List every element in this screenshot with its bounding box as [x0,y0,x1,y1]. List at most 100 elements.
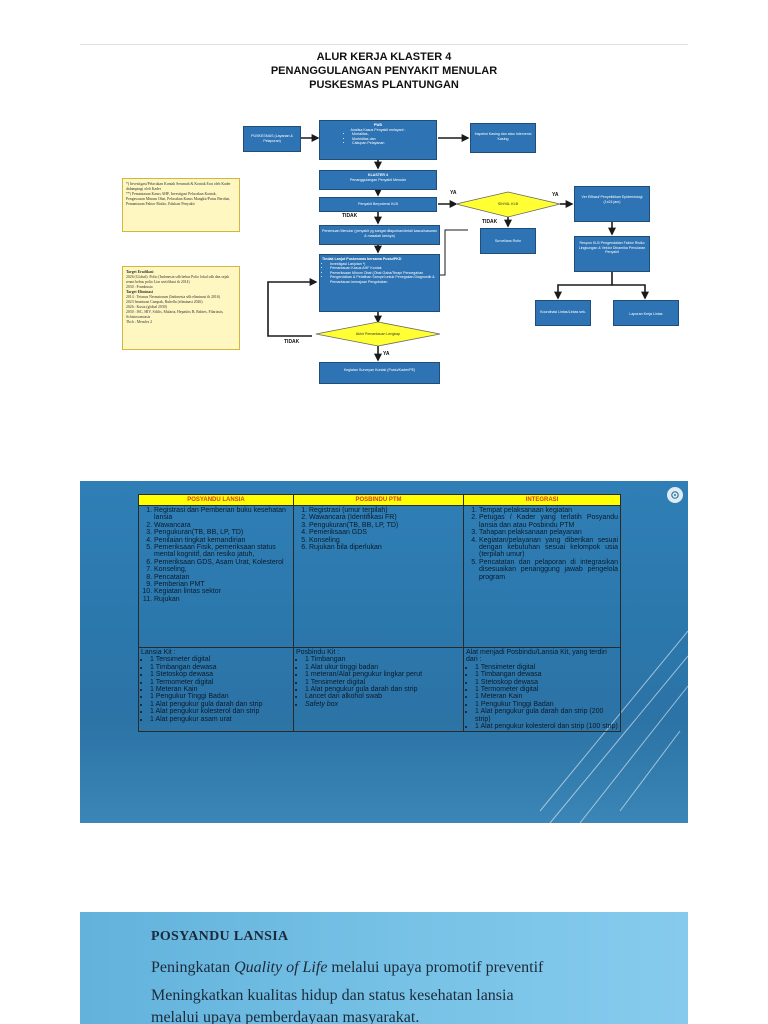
label-tidak-penyakit: TIDAK [342,213,358,219]
list-item: 1 Meteran Kain [475,693,618,700]
posyandu-line-3: melalui upaya pemberdayaan masyarakat. [151,1009,420,1024]
box-pwd-item: Morbiditas dan [352,137,434,142]
list-item: Tahapan pelaksanaan pelayanan [479,529,618,536]
table-cell: Registrasi (umur terpilah) Wawancara (Id… [293,505,464,648]
list-item: 1 Alat pengukur kolesterol dan strip (10… [475,723,618,730]
arrow-respon-branches [554,272,613,300]
list-item: Lancet dan alkohol swab [305,693,461,700]
table-cell: Posbindu Kit : 1 Timbangan 1 Alat ukur t… [293,646,464,733]
integrasi-list: Tempat pelaksanaan kegiatan Petugas / Ka… [466,507,618,581]
zoom-lens-icon[interactable] [667,487,683,503]
box-klaster-sub: Penanggulangan Penyakit Menular [350,177,406,182]
box-ver: Ver Efikasi/ Penyelidikan Epidemiologi (… [574,186,650,222]
note-target: Target Eradikasi 2026 (Global): Polio (I… [122,266,240,350]
box-tindak-item: Pengendalian & Pelatihan Sampel untuk Pe… [330,275,437,284]
note-investigasi-line: *) Investigasi/Pelacakan Kontak Serumah … [126,182,231,191]
box-inspeksi-text: Inspeksi Kasing dan atau Intervensi Kasi… [474,132,532,141]
label-ya-pemantauan: YA [383,351,390,357]
box-tindak-item: Pemantauan Kasus AHF Kontak [330,266,437,271]
label-tidak-sinyal: TIDAK [482,219,498,225]
diamond-pemantauan-label: Akhir Pemantauan Lengkap [355,332,401,336]
list-item: 1 Tensimeter digital [305,679,461,686]
table-header-posyandu: POSYANDU LANSIA [138,494,294,506]
zoom-lens-glyph [671,491,679,499]
box-klaster-title: KLASTER 4 [368,173,388,177]
list-item: 1 Stetoskop dewasa [150,671,291,678]
note-target-line: Target Eradikasi [126,270,154,274]
diamond-sinyal-klb [455,191,561,218]
table-slide: POSYANDU LANSIA POSBINDU PTM INTEGRASI R… [80,481,688,823]
note-target-line: 2023 Imunisasi Campak, Rubella (eliminas… [126,300,203,304]
box-kegiatan: Kegiatan Surveyan Kontak (Pustu/Kader/PE… [319,362,440,384]
posyandu-line-1-post: melalui upaya promotif preventif [327,959,544,976]
list-item: 1 Timbangan dewasa [150,664,291,671]
box-pwd-item: Cakupan Pelayanan [352,141,434,146]
table-cell: Lansia Kit : 1 Tensimeter digital 1 Timb… [138,646,294,733]
box-respon-text: Respon KLB Pengendalian Faktor Risiko Li… [578,241,646,255]
label-ya-sinyal: YA [450,190,457,196]
list-item: Registrasi dan Pemberian buku kesehatan … [154,507,291,522]
list-item: 1 Alat ukur tinggi badan [305,664,461,671]
note-investigasi-line: **) Pemantauan Kasus AHF, Investigasi Pe… [126,192,231,206]
list-item: 1 Alat pengukur asam urat [150,716,291,723]
posyandu-lansia-slide: POSYANDU LANSIA Peningkatan Quality of L… [80,912,688,1024]
flowchart-title-line-3: PUSKESMAS PLANTUNGAN [309,79,459,91]
box-tindak: Tindak Lanjut Puskesmas bersama Pustu/PK… [319,254,440,312]
posyandu-line-1-pre: Peningkatan [151,959,235,976]
list-item: Safety box [305,701,461,708]
label-ya-ver: YA [552,192,559,198]
box-koordinasi-text: Koordinasi Lintas/Lintas sek. [540,310,586,314]
list-item: 1 meteran/Alat pengukur lingkar perut [305,671,461,678]
list-item: Konseling, [154,566,291,573]
list-item: Pengukuran(TB, BB, LP, TD) [309,522,461,529]
flowchart-slide: ALUR KERJA KLASTER 4 PENANGGULANGAN PENY… [80,40,688,400]
arrow-respon-laporan [612,284,649,300]
list-item: Konseling [309,537,461,544]
list-item: 1 Pengukur Tinggi Badan [150,693,291,700]
box-tindak-item: Pemeriksaan Minum Obat (Obat Gaba/Terapi… [330,271,437,276]
box-puskesmas: PUSKESMAS (Layanan & Pelaporan) [243,126,301,152]
list-item: 1 Tensimeter digital [475,664,618,671]
list-item: Pencatatan dan pelaporan di integrasikan… [479,559,618,581]
diamond-pemantauan [315,321,441,347]
flowchart-connectors [267,134,649,362]
diamond-sinyal-label: SINYAL KLB [497,202,519,206]
list-item: Wawancara (Identifikasi FR) [309,514,461,521]
list-item: Rujukan bila diperlukan [309,544,461,551]
list-item: Pemeriksaan Fisik, pemeriksaan status me… [154,544,291,559]
box-ver-text: Ver Efikasi/ Penyelidikan Epidemiologi (… [581,195,643,204]
box-kegiatan-text: Kegiatan Surveyan Kontak (Pustu/Kader/PE… [343,368,416,372]
posyandu-line-2: Meningkatkan kualitas hidup dan status k… [151,987,514,1004]
box-pwd-title: PWD [373,123,383,127]
box-laporan: Laporan Kerja Lintas [613,300,679,326]
table-row: Lansia Kit : 1 Tensimeter digital 1 Timb… [138,646,621,733]
list-item: Pencatatan [154,574,291,581]
box-penyakit-text: Penyakit Berpotensi KLB [358,202,398,206]
note-investigasi: *) Investigasi/Pelacakan Kontak Serumah … [122,178,240,232]
note-target-line: Tbch : Measles 2 [126,320,153,324]
list-item: 1 Timbangan dewasa [475,671,618,678]
box-pwd: PWD Analisa Kasus Penyakit melayani : Mo… [319,120,437,160]
flowchart-title-line-1: ALUR KERJA KLASTER 4 [316,51,452,63]
table-header-posbindu: POSBINDU PTM [293,494,464,506]
note-target-line: 2030 : ISC, HIV, Sifilis, Malaria, Hepat… [126,310,224,319]
table-header-row: POSYANDU LANSIA POSBINDU PTM INTEGRASI [138,494,621,506]
list-item: Pemeriksaan GDS, Asam Urat, Kolesterol [154,559,291,566]
list-item: 1 Alat pengukur kolesterol dan strip [150,708,291,715]
list-item: 1 Termometer digital [475,686,618,693]
posbindu-kit-heading: Posbindu Kit : [296,649,340,656]
lansia-kit-heading: Lansia Kit : [141,649,176,656]
box-tindak-item: Investigasi Lanjutan *) [330,262,437,267]
top-divider [80,44,688,45]
posyandu-steps-list: Registrasi dan Pemberian buku kesehatan … [141,507,291,603]
list-item: Tempat pelaksanaan kegiatan [479,507,618,514]
label-tidak-pemantauan: TIDAK [284,339,300,345]
list-item: 1 Stetoskop dewasa [475,679,618,686]
list-item: Pengukuran(TB, BB, LP, TD) [154,529,291,536]
table-header-integrasi: INTEGRASI [463,494,621,506]
table-cell: Registrasi dan Pemberian buku kesehatan … [138,505,294,648]
box-surveilans: Surveilans Rutin [480,228,536,254]
box-respon: Respon KLB Pengendalian Faktor Risiko Li… [574,236,650,272]
list-item: Pemeriksaan GDS [309,529,461,536]
list-item: 1 Alat pengukur gula darah dan strip (20… [475,708,618,723]
